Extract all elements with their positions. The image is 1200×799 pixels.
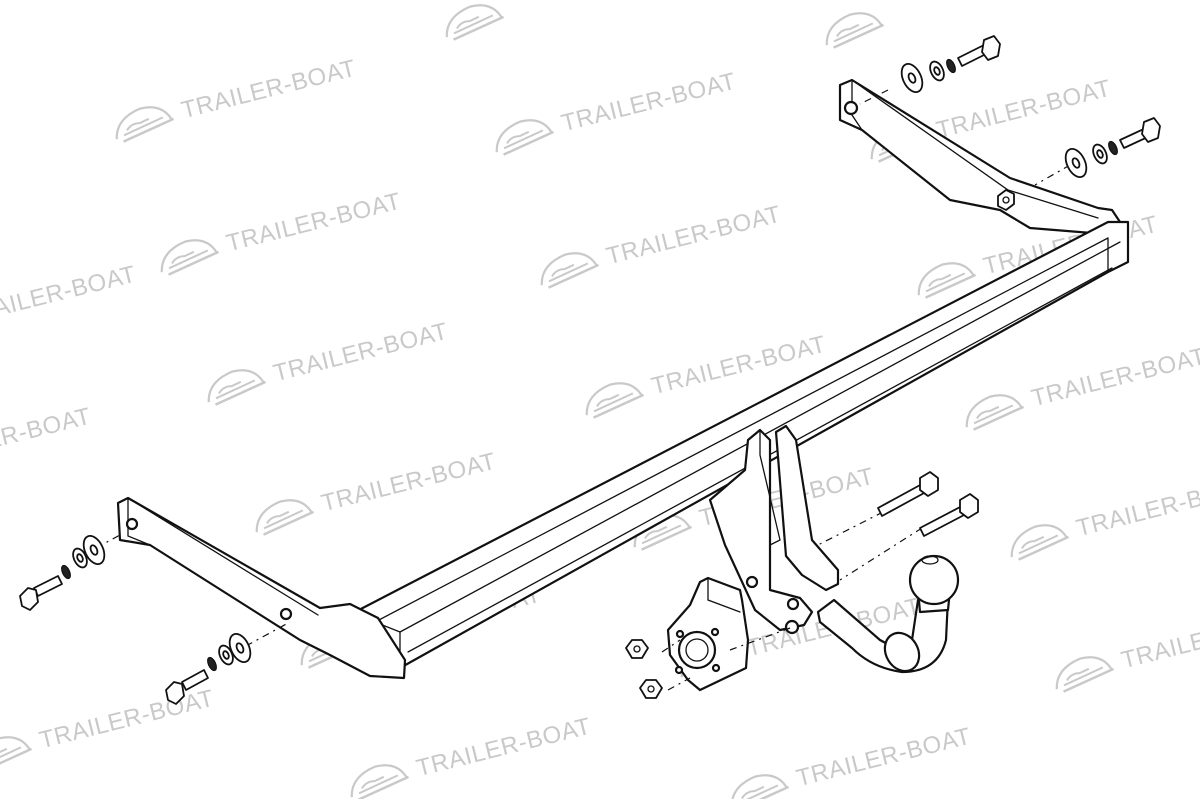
tow-ball-bolt-1	[877, 471, 939, 517]
watermark-text: TRAILER-BOAT	[319, 448, 499, 517]
bolt	[1119, 117, 1161, 149]
spring-washer	[207, 656, 217, 672]
spring-washer	[61, 564, 71, 580]
washer	[900, 62, 924, 94]
washer	[218, 644, 234, 666]
watermark-text: TRAILER-BOAT	[0, 261, 139, 330]
bolt-set-upper-right-2	[1064, 117, 1161, 179]
watermark-text: TRAILER-BOAT	[0, 403, 94, 472]
nut	[997, 189, 1015, 211]
plate-hole	[745, 575, 759, 589]
plate-hole	[784, 619, 800, 635]
bracket-hole	[279, 607, 293, 621]
socket-plate	[666, 576, 750, 692]
watermark-text: TRAILER-BOAT	[794, 723, 974, 792]
tow-ball-bolt-2	[919, 493, 979, 537]
washer	[929, 60, 945, 82]
watermark-text: TRAILER-BOAT	[271, 318, 451, 387]
tow-ball	[908, 554, 960, 606]
bolt-set-upper-right-1	[900, 35, 1001, 94]
center-support-plate	[708, 424, 840, 635]
nut	[639, 679, 663, 699]
bracket-hole	[843, 100, 859, 116]
watermark-text: TRAILER-BOAT	[604, 201, 784, 270]
washer	[1064, 147, 1088, 179]
watermark-text: TRAILER-BOAT	[414, 713, 594, 782]
watermark-text: TRAILER-BOAT	[37, 685, 217, 754]
plate-hole	[786, 597, 800, 611]
washer	[1092, 143, 1108, 165]
bracket-hole	[125, 517, 139, 531]
assembly-lines	[95, 89, 1071, 691]
watermark-text: TRAILER-BOAT	[1029, 343, 1200, 412]
watermark-text: TRAILER-BOAT	[224, 188, 404, 257]
left-mounting-bracket	[116, 496, 407, 680]
washer	[82, 534, 106, 566]
bolt	[19, 575, 63, 611]
watermark-text: TRAILER-BOAT	[934, 75, 1114, 144]
watermark-text: TRAILER-BOAT	[1074, 473, 1200, 542]
watermark-text: TRAILER-BOAT	[559, 68, 739, 137]
watermark-text: TRAILER-BOAT	[1119, 605, 1200, 674]
bolt	[957, 35, 1001, 67]
spring-washer	[1108, 140, 1118, 156]
washer	[72, 547, 88, 569]
socket-opening	[677, 630, 717, 670]
nut	[625, 639, 649, 659]
bolt	[165, 669, 209, 705]
bolt-set-left-1	[19, 534, 106, 611]
spring-washer	[946, 58, 956, 74]
bolt-set-left-2	[165, 632, 252, 705]
watermark-text: TRAILER-BOAT	[179, 55, 359, 124]
